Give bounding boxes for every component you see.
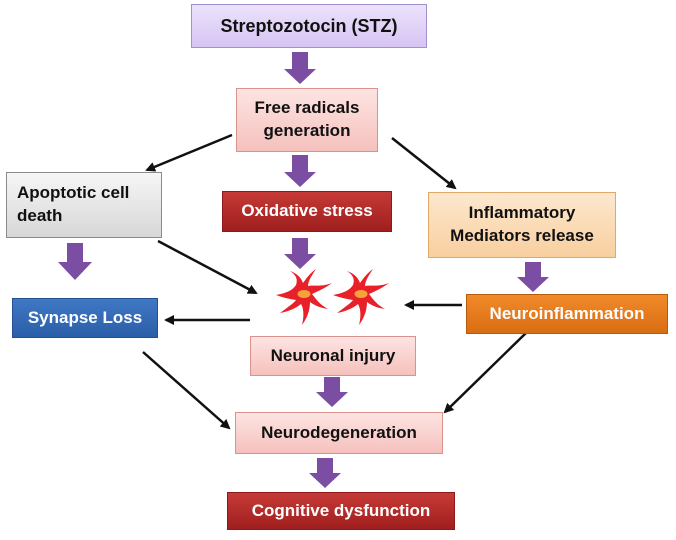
node-free-radicals: Free radicals generation [236,88,378,152]
node-oxidative-stress: Oxidative stress [222,191,392,232]
node-neuroinflammation: Neuroinflammation [466,294,668,334]
black-arrows [142,133,528,430]
node-apoptotic-cell-death: Apoptotic cell death [6,172,162,238]
neuron-icon [333,269,389,325]
purple-arrow-injury-to-neurodegeneration [316,377,348,407]
purple-arrows [58,52,549,488]
node-inflammatory-mediators: Inflammatory Mediators release [428,192,616,258]
node-synapse-loss: Synapse Loss [12,298,158,338]
arrow-radicals-to-apoptotic [145,133,233,172]
purple-arrow-radicals-to-oxidative [284,155,316,187]
node-neurodegeneration: Neurodegeneration [235,412,443,454]
arrow-apoptotic-to-neurons [157,239,258,295]
purple-arrow-neurodegeneration-to-cognitive [309,458,341,488]
arrow-neuroinflammation-to-neurodegeneration [443,331,528,414]
node-neuronal-injury: Neuronal injury [250,336,416,376]
purple-arrow-inflammatory-to-neuroinflammation [517,262,549,292]
purple-arrow-apoptotic-to-synapse [58,243,92,280]
arrow-synapse-to-neurodegeneration [142,351,231,430]
node-stz: Streptozotocin (STZ) [191,4,427,48]
node-cognitive-dysfunction: Cognitive dysfunction [227,492,455,530]
arrow-radicals-to-inflammatory [391,137,457,190]
neuron-icon [276,269,332,325]
purple-arrow-stz-to-radicals [284,52,316,84]
purple-arrow-oxidative-to-neurons [284,238,316,269]
